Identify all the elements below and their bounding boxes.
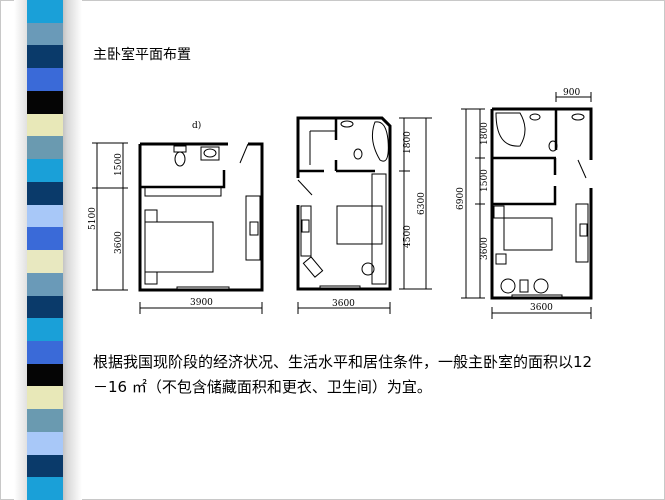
- dimension-segment: 1500: [480, 169, 490, 192]
- stripe-segment: [27, 318, 63, 342]
- stripe-segment: [27, 250, 63, 273]
- stripe-segment: [27, 341, 63, 364]
- dimension-total-height: 6900: [456, 187, 466, 210]
- stripe-segment: [27, 68, 63, 91]
- dimension-width: 3900: [190, 298, 213, 308]
- dimension-segment: 1500: [114, 153, 124, 176]
- stripe-segment: [27, 159, 63, 182]
- stripe-segment: [27, 181, 63, 205]
- stripe-segment: [27, 386, 63, 410]
- floor-plan-3: 900 3600 6900 1800 1500 3600: [456, 88, 593, 319]
- dimension-segment: 1800: [480, 122, 490, 145]
- dimension-width: 3600: [530, 303, 553, 313]
- dimension-segment: 4500: [403, 225, 413, 248]
- plan-label: d): [192, 120, 201, 131]
- stripe-segment: [27, 136, 63, 160]
- stripe-segment: [27, 454, 63, 478]
- dimension-width: 3600: [332, 299, 355, 309]
- stripe-segment: [27, 409, 63, 432]
- slide-title: 主卧室平面布置: [93, 47, 191, 63]
- decorative-stripe-bar: [27, 0, 63, 500]
- stripe-segment: [27, 295, 63, 319]
- stripe-segment: [27, 113, 63, 137]
- stripe-segment: [27, 272, 63, 296]
- stripe-segment: [27, 204, 63, 228]
- stripe-segment: [27, 363, 63, 387]
- dimension-segment: 3600: [114, 231, 124, 254]
- stripe-segment: [27, 45, 63, 69]
- stripe-segment: [27, 0, 63, 23]
- dimension-total-height: 5100: [88, 207, 98, 230]
- paragraph-line: －16 ㎡（不包含储藏面积和更衣、卫生间）为宜。: [93, 378, 432, 396]
- stripe-segment: [27, 90, 63, 114]
- paragraph-line: 根据我国现阶段的经济状况、生活水平和居住条件，一般主卧室的面积以12: [93, 353, 593, 371]
- floor-plan-1: d) 3900 5100 1500 3600: [88, 120, 264, 314]
- dimension-top-width: 900: [563, 88, 580, 98]
- stripe-segment: [27, 227, 63, 251]
- dimension-segment: 3600: [480, 237, 490, 260]
- stripe-segment: [27, 431, 63, 455]
- stripe-segment: [27, 477, 63, 500]
- body-paragraph: 根据我国现阶段的经济状况、生活水平和居住条件，一般主卧室的面积以12 －16 ㎡…: [93, 350, 633, 400]
- dimension-total-height: 6300: [417, 192, 427, 215]
- stripe-segment: [27, 22, 63, 46]
- floor-plan-2: 3600 6300 1800 4500: [296, 116, 432, 314]
- dimension-segment: 1800: [403, 131, 413, 154]
